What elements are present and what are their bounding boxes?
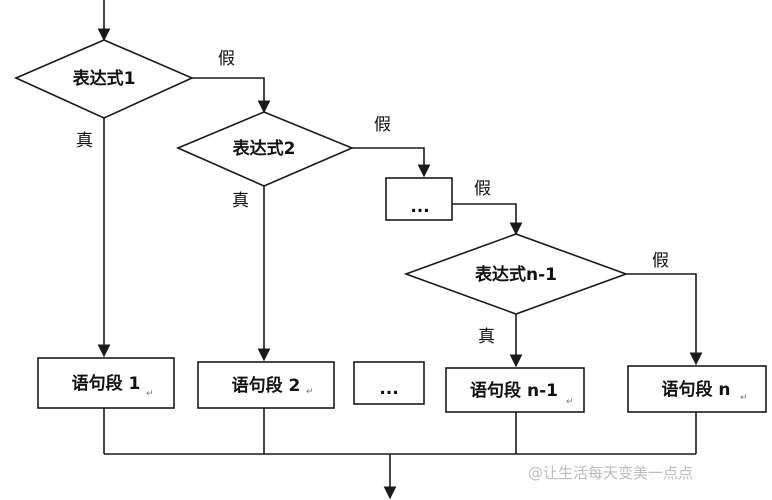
statement-1-mark: ↵ (146, 389, 154, 399)
decision-n-1-true-label: 真 (478, 327, 495, 347)
statement-n-box (627, 365, 767, 413)
watermark: @让生活每天变美一点点 (528, 464, 693, 482)
decision-2-label: 表达式2 (233, 138, 296, 159)
statement-ellipsis-box (353, 361, 425, 405)
decision-n-1-false-arrow (626, 273, 703, 366)
ellipsis-false-arrow (452, 203, 523, 236)
statement-n-1-label: 语句段 n-1 (470, 380, 558, 401)
decision-2-false-arrow (352, 147, 431, 178)
statement-1-label: 语句段 1 (72, 373, 141, 394)
ellipsis-box-label: ... (410, 197, 429, 217)
statement-2-box (197, 361, 335, 409)
statement-2-mark: ↵ (306, 387, 314, 397)
statement-1-box (37, 357, 175, 409)
statement-n-mark: ↵ (740, 393, 748, 403)
decision-n-1-false-label: 假 (652, 251, 669, 271)
statement-ellipsis-label: ... (379, 379, 398, 399)
statement-2-label: 语句段 2 (232, 375, 301, 396)
decision-1-false-label: 假 (218, 49, 235, 69)
statement-n-1-box (445, 367, 585, 413)
statement-n-label: 语句段 n (661, 379, 730, 400)
decision-2-false-label: 假 (374, 115, 391, 135)
ellipsis-false-label: 假 (474, 179, 491, 199)
decision-1-true-label: 真 (76, 131, 93, 151)
decision-1-false-arrow (192, 77, 271, 114)
statement-n-1-mark: ↵ (566, 397, 574, 407)
decision-2-true-label: 真 (232, 191, 249, 211)
decision-n-1-label: 表达式n-1 (475, 264, 557, 285)
ellipsis-box (385, 177, 453, 221)
decision-1-label: 表达式1 (73, 68, 136, 89)
